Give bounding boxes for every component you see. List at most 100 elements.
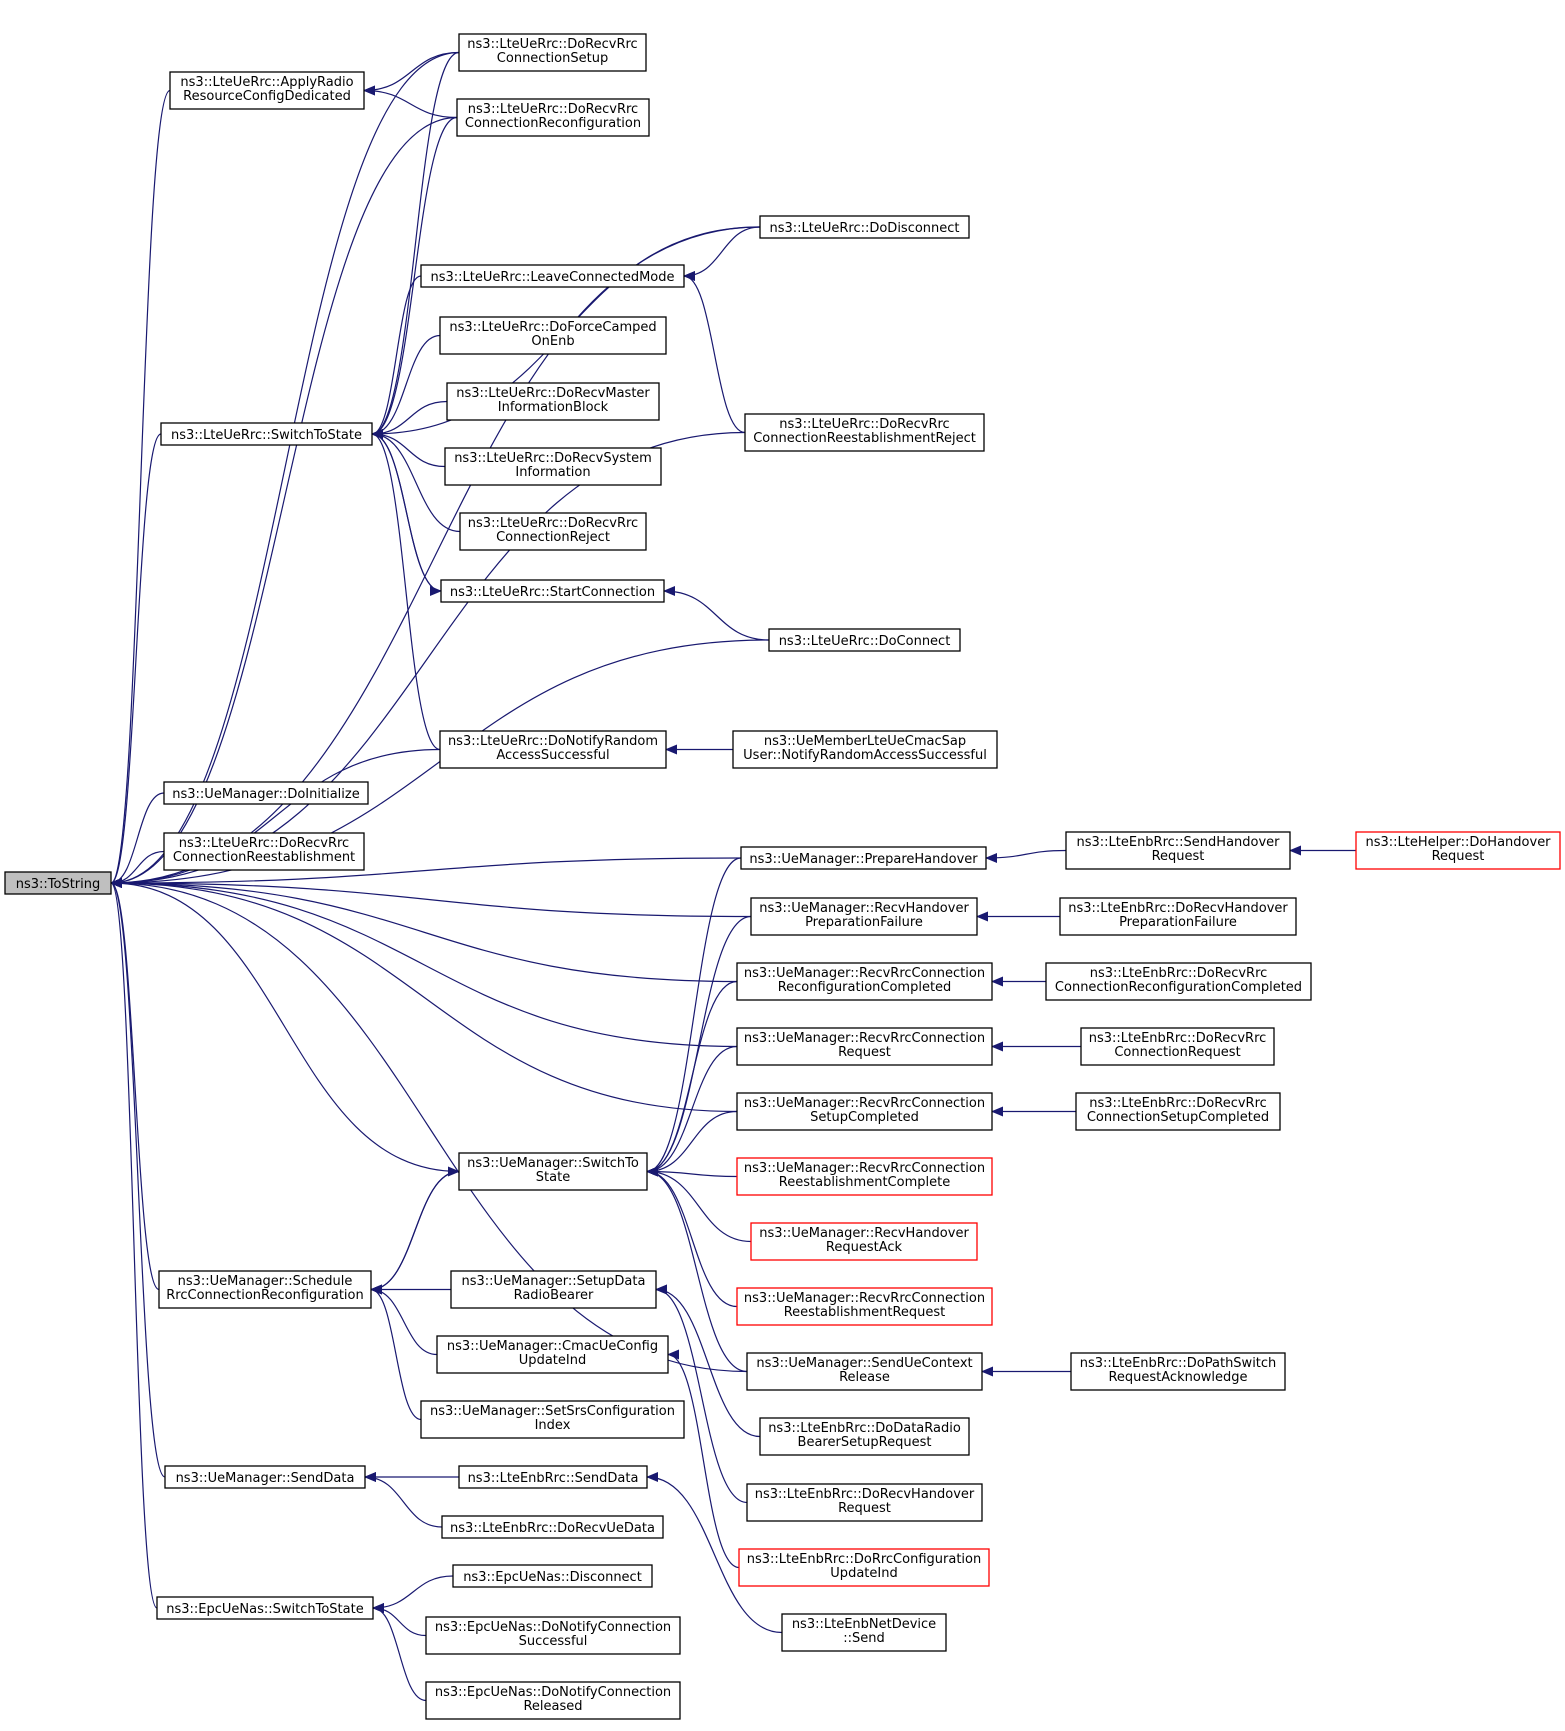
node-box[interactable]	[4, 871, 112, 895]
function-node[interactable]: ns3::LteUeRrc::SwitchToState	[160, 422, 373, 446]
node-box[interactable]	[458, 1465, 648, 1489]
node-box[interactable]	[736, 1027, 993, 1066]
function-node[interactable]: ns3::UeManager::RecvRrcConnectionSetupCo…	[736, 1092, 993, 1131]
function-node[interactable]: ns3::LteUeRrc::DoRecvMasterInformationBl…	[446, 382, 660, 421]
function-node[interactable]: ns3::UeManager::RecvRrcConnectionReconfi…	[736, 962, 993, 1001]
function-node[interactable]: ns3::UeMemberLteUeCmacSapUser::NotifyRan…	[732, 730, 998, 769]
function-node[interactable]: ns3::LteUeRrc::StartConnection	[440, 579, 665, 603]
function-node[interactable]: ns3::LteEnbRrc::DoRecvUeData	[441, 1515, 664, 1539]
node-box[interactable]	[1065, 831, 1291, 870]
node-box[interactable]	[163, 781, 369, 805]
node-box[interactable]	[736, 962, 993, 1001]
function-node[interactable]: ns3::LteUeRrc::DoRecvRrcConnectionReesta…	[163, 832, 365, 871]
node-box[interactable]	[420, 264, 685, 288]
function-node[interactable]: ns3::LteUeRrc::ApplyRadioResourceConfigD…	[169, 71, 365, 110]
function-node[interactable]: ns3::LteEnbRrc::SendData	[458, 1465, 648, 1489]
node-box[interactable]	[746, 1483, 983, 1522]
node-box[interactable]	[1080, 1027, 1275, 1066]
function-node[interactable]: ns3::LteUeRrc::DoDisconnect	[759, 215, 970, 239]
function-node[interactable]: ns3::LteUeRrc::LeaveConnectedMode	[420, 264, 685, 288]
node-box[interactable]	[740, 846, 987, 870]
function-node[interactable]: ns3::EpcUeNas::SwitchToState	[156, 1596, 374, 1620]
function-node[interactable]: ns3::LteUeRrc::DoConnect	[768, 628, 961, 652]
function-node[interactable]: ns3::LteEnbNetDevice::Send	[781, 1613, 947, 1652]
node-box[interactable]	[736, 1092, 993, 1131]
node-box[interactable]	[781, 1613, 947, 1652]
function-node[interactable]: ns3::LteEnbRrc::DoRecvRrcConnectionReque…	[1080, 1027, 1275, 1066]
function-node[interactable]: ns3::UeManager::PrepareHandover	[740, 846, 987, 870]
node-box[interactable]	[744, 413, 985, 452]
function-node[interactable]: ns3::LteEnbRrc::DoRecvRrcConnectionSetup…	[1075, 1092, 1281, 1131]
node-box[interactable]	[160, 422, 373, 446]
function-node[interactable]: ns3::LteUeRrc::DoRecvRrcConnectionReesta…	[744, 413, 985, 452]
node-box[interactable]	[456, 98, 650, 137]
node-box[interactable]	[420, 1400, 685, 1439]
function-node[interactable]: ns3::UeManager::SendData	[164, 1465, 366, 1489]
node-box[interactable]	[768, 628, 961, 652]
node-box[interactable]	[459, 512, 647, 551]
node-box[interactable]	[164, 1465, 366, 1489]
function-node[interactable]: ns3::UeManager::RecvHandoverPreparationF…	[750, 897, 978, 936]
node-box[interactable]	[1059, 897, 1297, 936]
node-box[interactable]	[1355, 831, 1561, 870]
node-box[interactable]	[1045, 962, 1312, 1001]
node-box[interactable]	[446, 382, 660, 421]
function-node[interactable]: ns3::LteEnbRrc::DoRecvRrcConnectionRecon…	[1045, 962, 1312, 1001]
node-box[interactable]	[158, 1270, 372, 1309]
node-box[interactable]	[1070, 1352, 1286, 1391]
node-box[interactable]	[458, 1152, 648, 1191]
node-box[interactable]	[440, 579, 665, 603]
root-node[interactable]: ns3::ToString	[4, 871, 112, 895]
function-node[interactable]: ns3::LteEnbRrc::DoPathSwitchRequestAckno…	[1070, 1352, 1286, 1391]
function-node[interactable]: ns3::LteEnbRrc::DoDataRadioBearerSetupRe…	[759, 1417, 970, 1456]
function-node[interactable]: ns3::EpcUeNas::DoNotifyConnectionRelease…	[425, 1681, 681, 1720]
node-box[interactable]	[452, 1564, 653, 1588]
node-box[interactable]	[1075, 1092, 1281, 1131]
node-box[interactable]	[441, 1515, 664, 1539]
node-box[interactable]	[169, 71, 365, 110]
node-box[interactable]	[436, 1335, 669, 1374]
function-node[interactable]: ns3::UeManager::DoInitialize	[163, 781, 369, 805]
node-box[interactable]	[425, 1681, 681, 1720]
node-box[interactable]	[759, 1417, 970, 1456]
function-node[interactable]: ns3::LteUeRrc::DoRecvRrcConnectionReconf…	[456, 98, 650, 137]
node-box[interactable]	[736, 1157, 993, 1196]
node-box[interactable]	[736, 1287, 993, 1326]
function-node[interactable]: ns3::UeManager::RecvRrcConnectionReestab…	[736, 1157, 993, 1196]
function-node[interactable]: ns3::UeManager::SwitchToState	[458, 1152, 648, 1191]
function-node[interactable]: ns3::LteEnbRrc::DoRecvHandoverPreparatio…	[1059, 897, 1297, 936]
function-node[interactable]: ns3::EpcUeNas::DoNotifyConnectionSuccess…	[425, 1616, 681, 1655]
function-node[interactable]: ns3::LteEnbRrc::DoRrcConfigurationUpdate…	[738, 1548, 990, 1587]
node-box[interactable]	[750, 897, 978, 936]
node-box[interactable]	[450, 1270, 657, 1309]
node-box[interactable]	[738, 1548, 990, 1587]
node-box[interactable]	[444, 447, 662, 486]
function-node[interactable]: ns3::EpcUeNas::Disconnect	[452, 1564, 653, 1588]
node-box[interactable]	[439, 316, 667, 355]
function-node[interactable]: ns3::UeManager::RecvRrcConnectionReestab…	[736, 1287, 993, 1326]
node-box[interactable]	[732, 730, 998, 769]
node-box[interactable]	[750, 1222, 978, 1261]
function-node[interactable]: ns3::LteUeRrc::DoNotifyRandomAccessSucce…	[439, 730, 667, 769]
node-box[interactable]	[156, 1596, 374, 1620]
node-box[interactable]	[439, 730, 667, 769]
node-box[interactable]	[458, 33, 647, 72]
node-box[interactable]	[163, 832, 365, 871]
node-box[interactable]	[746, 1352, 983, 1391]
node-box[interactable]	[425, 1616, 681, 1655]
node-box[interactable]	[759, 215, 970, 239]
function-node[interactable]: ns3::UeManager::ScheduleRrcConnectionRec…	[158, 1270, 372, 1309]
